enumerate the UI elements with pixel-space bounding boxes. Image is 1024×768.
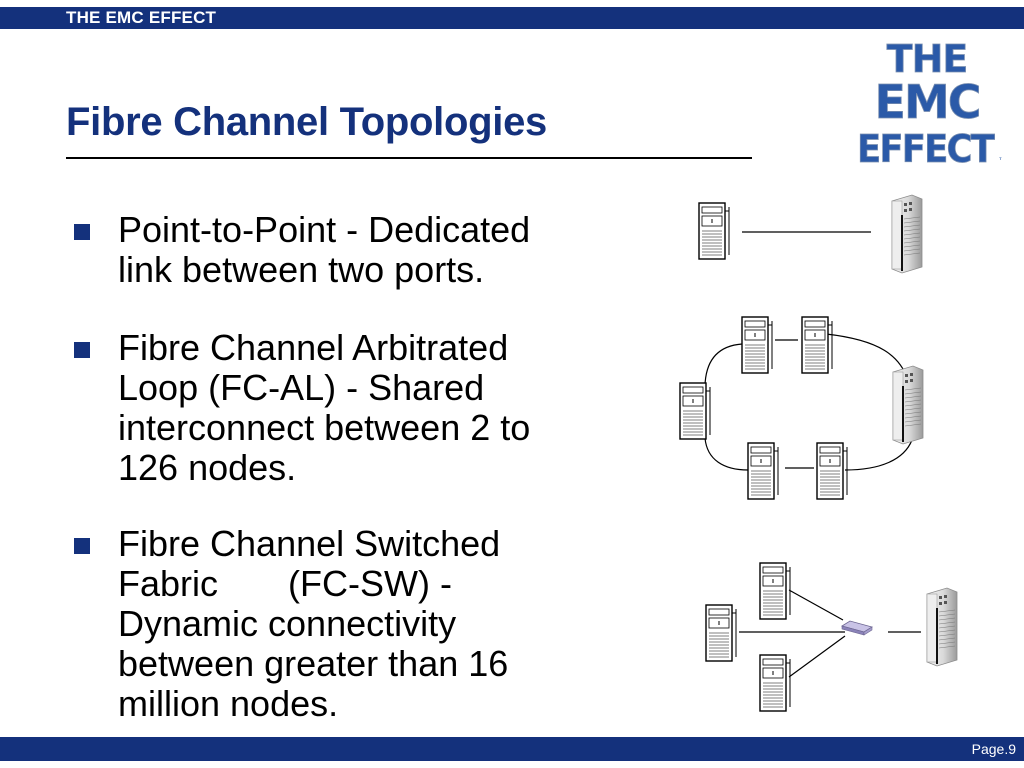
host-server-icon bbox=[816, 442, 848, 500]
logo-line2: EMC bbox=[875, 75, 980, 129]
bullet-marker bbox=[74, 224, 90, 240]
bullet-text: Fibre Channel Switched Fabric (FC-SW) - … bbox=[118, 523, 509, 724]
bullet-marker bbox=[74, 538, 90, 554]
host-server-icon bbox=[759, 654, 791, 712]
storage-array-icon bbox=[926, 587, 958, 667]
storage-array-icon bbox=[892, 365, 924, 445]
host-server-icon bbox=[698, 202, 730, 260]
logo-line1: THE bbox=[887, 37, 968, 81]
bullet-text: Point-to-Point - Dedicated link between … bbox=[118, 209, 531, 290]
switched-fabric-diagram bbox=[705, 562, 958, 712]
host-server-icon bbox=[679, 382, 711, 440]
emc-effect-logo: THE EMC EFFECT ™ bbox=[857, 37, 1002, 170]
logo-trademark: ™ bbox=[998, 157, 1002, 167]
logo-line3: EFFECT bbox=[857, 127, 995, 170]
header-bar: THE EMC EFFECT bbox=[0, 7, 1024, 29]
page-number: Page.9 bbox=[971, 741, 1016, 757]
host-server-icon bbox=[741, 316, 773, 374]
storage-array-icon bbox=[891, 194, 923, 274]
bullet-marker bbox=[74, 342, 90, 358]
slide-title: Fibre Channel Topologies bbox=[66, 100, 547, 144]
host-server-icon bbox=[747, 442, 779, 500]
host-server-icon bbox=[705, 604, 737, 662]
arbitrated-loop-diagram bbox=[679, 316, 924, 500]
host-server-icon bbox=[801, 316, 833, 374]
footer-bar: Page.9 bbox=[0, 737, 1024, 761]
point-to-point-diagram bbox=[698, 194, 923, 274]
host-server-icon bbox=[759, 562, 791, 620]
bullet-text: Fibre Channel Arbitrated Loop (FC-AL) - … bbox=[118, 327, 531, 488]
title-underline bbox=[66, 157, 752, 159]
fabric-switch-icon bbox=[841, 620, 873, 636]
header-title: THE EMC EFFECT bbox=[66, 8, 217, 27]
